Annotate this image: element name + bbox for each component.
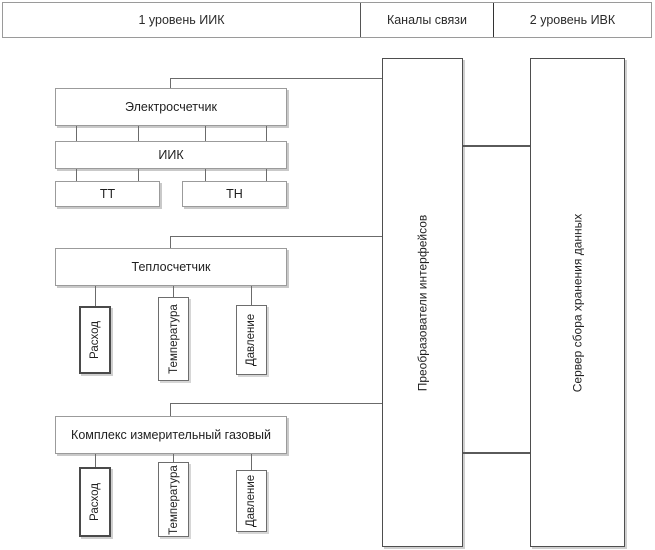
box-heat-flow: Расход xyxy=(79,306,111,374)
box-label-gas-flow: Расход xyxy=(89,483,102,521)
box-interface-converters: Преобразователи интерфейсов xyxy=(382,58,463,547)
connector-gas-pressure xyxy=(251,454,252,470)
connector-gas-trunk-up xyxy=(170,403,171,416)
box-data-server: Сервер сбора хранения данных xyxy=(530,58,625,547)
connector-electric-trunk-up xyxy=(170,78,171,89)
connector-electric-iik-3 xyxy=(205,126,206,141)
connector-electric-to-converter xyxy=(170,78,383,79)
connector-heat-flow xyxy=(95,286,96,306)
header-label-level2: 2 уровень ИВК xyxy=(529,13,616,27)
box-label-interface-converters: Преобразователи интерфейсов xyxy=(415,214,430,391)
connector-converter-server-top xyxy=(463,145,531,147)
header-label-level1: 1 уровень ИИК xyxy=(138,13,225,27)
connector-heat-to-converter xyxy=(170,236,383,237)
connector-iik-tn-1 xyxy=(205,169,206,181)
box-label-gas-temperature: Температура xyxy=(167,464,180,535)
connector-heat-trunk-up xyxy=(170,236,171,248)
connector-electric-iik-2 xyxy=(138,126,139,141)
box-gas-flow: Расход xyxy=(79,467,111,537)
connector-iik-tt-1 xyxy=(76,169,77,181)
connector-gas-flow xyxy=(95,454,96,467)
box-tt: ТТ xyxy=(55,181,160,207)
connector-iik-tt-2 xyxy=(138,169,139,181)
box-gas-complex: Комплекс измерительный газовый xyxy=(55,416,287,454)
box-heat-temperature: Температура xyxy=(158,297,189,381)
box-label-heat-meter: Теплосчетчик xyxy=(131,260,211,274)
box-label-electric-meter: Электросчетчик xyxy=(125,100,217,114)
box-gas-temperature: Температура xyxy=(158,462,189,537)
connector-gas-to-converter xyxy=(170,403,383,404)
box-label-tn: ТН xyxy=(226,187,243,201)
box-heat-pressure: Давление xyxy=(236,305,267,375)
box-label-heat-temperature: Температура xyxy=(167,304,180,374)
header-cell-level2: 2 уровень ИВК xyxy=(494,3,651,37)
connector-electric-iik-1 xyxy=(76,126,77,141)
connector-iik-tn-2 xyxy=(266,169,267,181)
header-band: 1 уровень ИИК Каналы связи 2 уровень ИВК xyxy=(2,2,652,38)
box-gas-pressure: Давление xyxy=(236,470,267,532)
box-label-gas-complex: Комплекс измерительный газовый xyxy=(71,428,271,442)
header-cell-level1: 1 уровень ИИК xyxy=(3,3,360,37)
connector-converter-server-bottom xyxy=(463,452,531,454)
connector-heat-pressure xyxy=(251,286,252,305)
connector-electric-iik-4 xyxy=(266,126,267,141)
box-tn: ТН xyxy=(182,181,287,207)
header-cell-channels: Каналы связи xyxy=(360,3,494,37)
box-label-tt: ТТ xyxy=(99,187,116,201)
box-label-iik: ИИК xyxy=(158,148,184,162)
box-label-data-server: Сервер сбора хранения данных xyxy=(570,213,585,392)
box-iik: ИИК xyxy=(55,141,287,169)
connector-gas-temperature xyxy=(173,454,174,462)
box-label-heat-pressure: Давление xyxy=(245,313,258,367)
box-electric-meter: Электросчетчик xyxy=(55,88,287,126)
box-label-heat-flow: Расход xyxy=(89,321,102,359)
connector-heat-temperature xyxy=(173,286,174,297)
box-label-gas-pressure: Давление xyxy=(245,474,258,528)
header-label-channels: Каналы связи xyxy=(386,13,468,27)
box-heat-meter: Теплосчетчик xyxy=(55,248,287,286)
